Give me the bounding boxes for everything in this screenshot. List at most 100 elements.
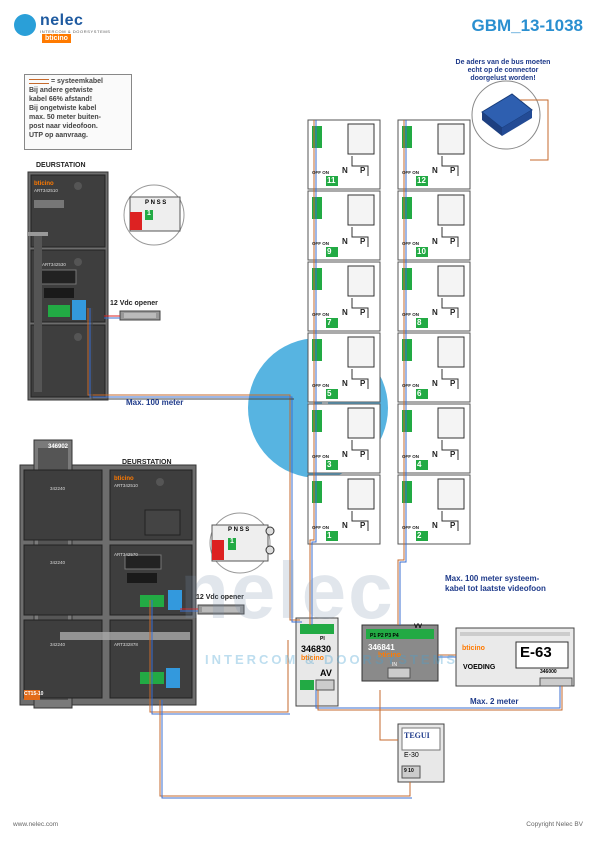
door2-left-art-1: 342240 xyxy=(50,486,66,491)
videophone-n-label: N xyxy=(342,166,348,175)
videophone-switch-label: OFF ON xyxy=(402,170,419,175)
videophone-p-label: P xyxy=(360,308,366,317)
videophone-p-label: P xyxy=(450,450,456,459)
tegui-model: E-30 xyxy=(404,752,419,759)
device-346830 xyxy=(295,617,339,707)
handset-icon xyxy=(441,369,459,389)
door2-plate-art: ART342510 xyxy=(114,483,138,488)
videophone-screen xyxy=(347,478,375,510)
videophone-screen xyxy=(347,123,375,155)
conn2-headers: P N S S xyxy=(228,527,249,533)
address-display xyxy=(416,531,428,541)
conn2-header-s2: S xyxy=(245,527,250,533)
handset-icon xyxy=(351,156,369,176)
address-display xyxy=(416,176,428,186)
videophone-switch-label: OFF ON xyxy=(312,383,329,388)
door2-tag: CT15-10 xyxy=(24,691,44,697)
amp-name: 346841 xyxy=(368,643,395,652)
conn1-header-s2: S xyxy=(162,200,167,206)
videophone-screen xyxy=(347,265,375,297)
conn1-value: 1 xyxy=(147,210,151,217)
videophone-address-number: 12 xyxy=(417,176,426,185)
door2-plate-brand: bticino xyxy=(114,476,134,482)
videophone-switch-label: OFF ON xyxy=(312,170,329,175)
videophone-p-label: P xyxy=(450,379,456,388)
address-display xyxy=(416,460,428,470)
door2-opener-label: 12 Vdc opener xyxy=(196,594,244,601)
door1-label: DEURSTATION xyxy=(36,162,86,169)
partner-logo: bticino xyxy=(42,34,71,43)
opener-1 xyxy=(119,310,161,321)
conn2-header-n: N xyxy=(233,527,238,533)
videophone-terminal xyxy=(312,126,322,148)
address-display xyxy=(416,389,428,399)
videophone-terminal xyxy=(402,197,412,219)
videophone-n-label: N xyxy=(342,237,348,246)
handset-icon xyxy=(351,511,369,531)
psu-brand: bticino xyxy=(462,645,485,652)
address-display xyxy=(326,318,338,328)
door2-left-art-2: 342240 xyxy=(50,560,66,565)
bus-note-line-3: doorgelust worden! xyxy=(470,75,536,82)
videophone-switch-label: OFF ON xyxy=(402,525,419,530)
videophone-n-label: N xyxy=(432,308,438,317)
nelec-logo-icon xyxy=(14,14,36,36)
amp-vv: VV xyxy=(414,624,423,630)
dist-name: 346830 xyxy=(301,644,332,654)
videophone-p-label: P xyxy=(450,308,456,317)
videophone-n-label: N xyxy=(342,521,348,530)
cables xyxy=(87,99,563,799)
videophone-terminal xyxy=(312,410,322,432)
videophone-screen xyxy=(437,478,465,510)
videophone-screen xyxy=(437,194,465,226)
legend-line-7: UTP op aanvraag. xyxy=(29,132,89,139)
videophone-n-label: N xyxy=(432,521,438,530)
conn2-header-s1: S xyxy=(239,527,244,533)
videophone-switch-label: OFF ON xyxy=(312,525,329,530)
videophone-address-number: 5 xyxy=(327,389,332,398)
brand-tagline: INTERCOM & DOORSYSTEMS xyxy=(40,29,111,34)
videophone-address-number: 4 xyxy=(417,460,422,469)
footer-website: www.nelec.com xyxy=(13,821,59,828)
psu-art: 346000 xyxy=(540,669,557,675)
legend-line-1: = systeemkabel xyxy=(51,78,103,85)
videophone-p-label: P xyxy=(360,237,366,246)
amp-term-p1: P1 xyxy=(370,633,377,639)
handset-icon xyxy=(441,156,459,176)
max100-systeem-line-2: kabel tot laatste videofoon xyxy=(445,584,546,593)
conn2-value: 1 xyxy=(230,538,234,545)
videophone-terminal xyxy=(312,481,322,503)
videophone-p-label: P xyxy=(450,237,456,246)
legend-line-5: max. 50 meter buiten- xyxy=(29,114,101,121)
dist-brand: bticino xyxy=(301,655,324,662)
videophone-switch-label: OFF ON xyxy=(402,312,419,317)
videophone-terminal xyxy=(402,339,412,361)
address-display xyxy=(416,318,428,328)
videophone-p-label: P xyxy=(450,521,456,530)
door-station-2 xyxy=(19,439,197,709)
videophone-address-number: 1 xyxy=(327,531,332,540)
videophone-terminal xyxy=(312,197,322,219)
address-display xyxy=(416,247,428,257)
handset-icon xyxy=(351,369,369,389)
conn1-header-n: N xyxy=(150,200,155,206)
bus-note: De aders van de bus moeten echt op de co… xyxy=(448,59,558,83)
max100-label: Max. 100 meter xyxy=(126,398,184,407)
conn1-header-s1: S xyxy=(156,200,161,206)
door1-module-art: ART342530 xyxy=(42,262,66,267)
psu-model: E-63 xyxy=(520,644,552,661)
max2-label: Max. 2 meter xyxy=(470,697,519,706)
videophone-screen xyxy=(437,407,465,439)
videophone-n-label: N xyxy=(342,308,348,317)
door2-frame-code: 346902 xyxy=(48,444,69,450)
handset-icon xyxy=(441,511,459,531)
videophone-address-number: 11 xyxy=(327,176,336,185)
device-346841 xyxy=(361,624,439,682)
door1-plate-brand: bticino xyxy=(34,181,54,187)
amp-term-p2: P2 xyxy=(377,633,384,639)
videophone-screen xyxy=(437,265,465,297)
videophone-switch-label: OFF ON xyxy=(402,383,419,388)
document-title: GBM_13-1038 xyxy=(471,16,583,35)
handset-icon xyxy=(351,440,369,460)
videophone-address-number: 2 xyxy=(417,531,422,540)
